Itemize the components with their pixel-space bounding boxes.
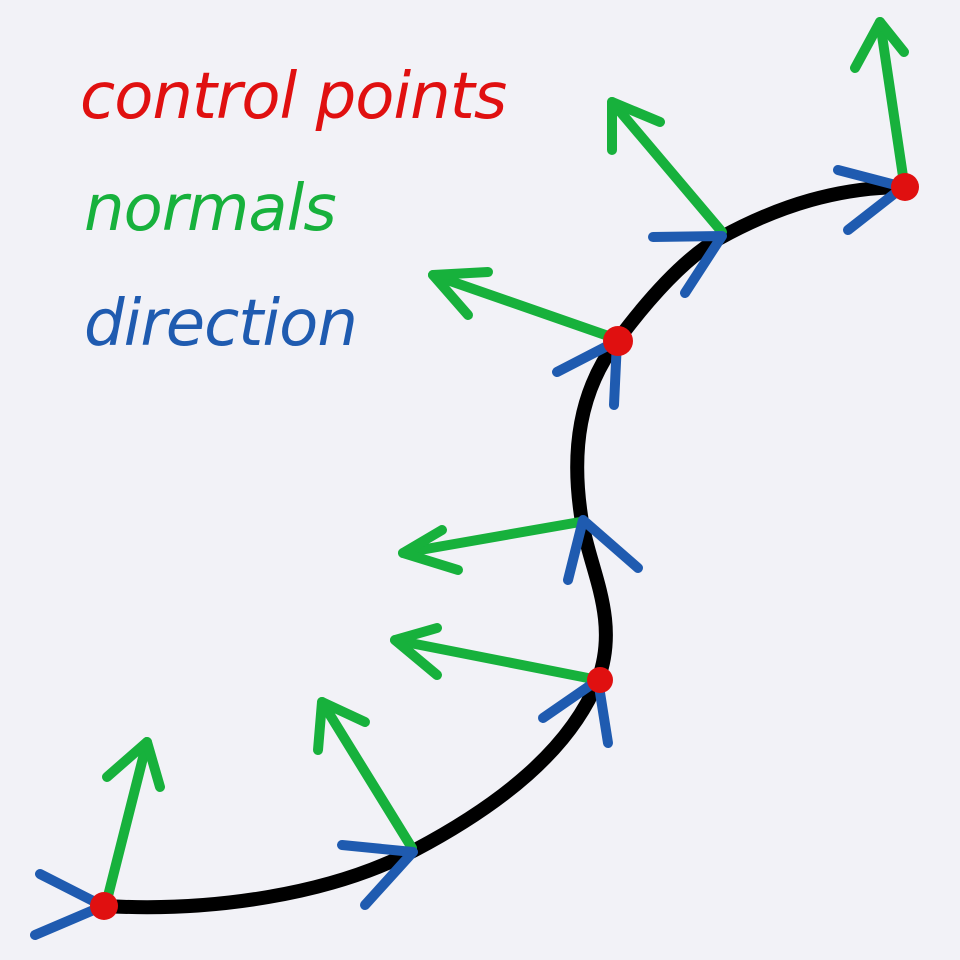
normal-arrow — [850, 17, 909, 188]
normal-arrow — [102, 737, 165, 905]
normal-arrow — [313, 697, 417, 853]
control-point — [891, 173, 919, 201]
direction-arrow — [563, 515, 643, 585]
normals — [102, 17, 909, 905]
normal-arrow — [607, 97, 727, 237]
normal-arrow — [428, 267, 619, 343]
legend-control-points: control points — [80, 60, 506, 134]
direction-arrow — [337, 840, 418, 910]
direction-arrow — [833, 165, 908, 235]
control-point — [587, 667, 613, 693]
direction-arrow — [648, 231, 727, 298]
normal-arrow — [390, 623, 603, 685]
control-point — [603, 326, 633, 356]
control-point — [90, 892, 118, 920]
normal-arrow — [398, 517, 585, 575]
legend-normals: normals — [84, 172, 336, 246]
legend-direction: direction — [84, 287, 357, 361]
legend: control points normals direction — [80, 60, 507, 361]
control-points — [90, 173, 919, 920]
